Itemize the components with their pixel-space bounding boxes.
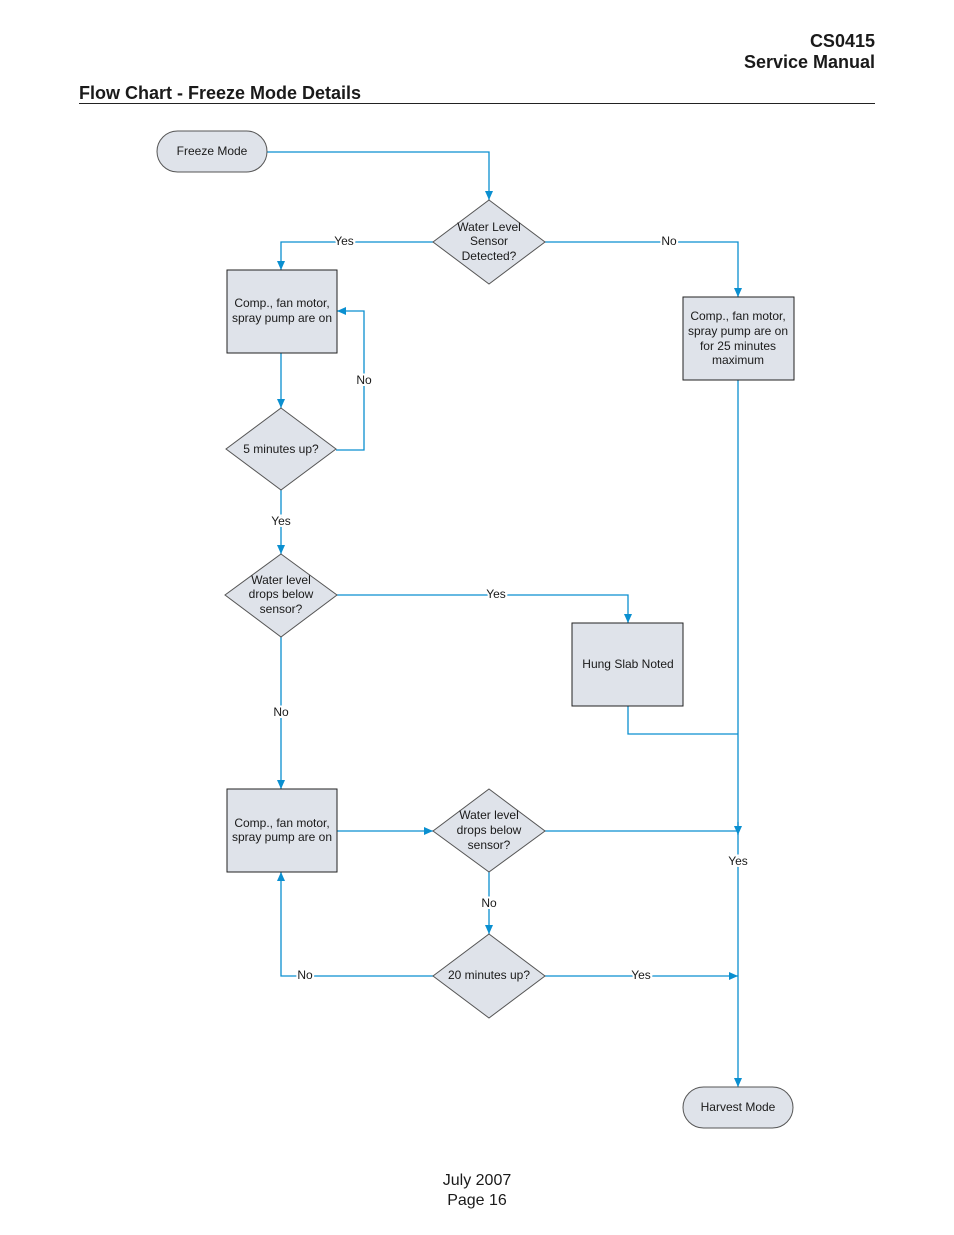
start-terminal: Freeze Mode xyxy=(156,130,268,173)
decision-text: drops below xyxy=(457,823,522,837)
label-d1-no: No xyxy=(661,234,677,248)
process-text: Hung Slab Noted xyxy=(582,657,673,671)
decision-text: 5 minutes up? xyxy=(243,442,319,456)
label-d2-no: No xyxy=(356,373,372,387)
decision-text: Water level xyxy=(459,808,519,822)
decision-text: 20 minutes up? xyxy=(448,968,530,982)
process-text: for 25 minutes xyxy=(700,339,776,353)
footer-date: July 2007 xyxy=(442,1172,512,1189)
connectors xyxy=(267,151,742,1087)
decision-text: sensor? xyxy=(260,602,303,616)
decision-text: Sensor xyxy=(470,234,508,248)
label-d5-no: No xyxy=(297,968,313,982)
label-d3-no: No xyxy=(273,705,289,719)
title-rule xyxy=(79,103,875,104)
edge-start-d1 xyxy=(267,151,493,200)
decision-5-minutes: 5 minutes up? xyxy=(225,407,337,491)
decision-water-drops-1: Water level drops below sensor? xyxy=(224,553,338,638)
edge-hung-merge xyxy=(627,706,738,735)
edge-d1-yes xyxy=(277,241,433,270)
process-text: maximum xyxy=(712,353,764,367)
end-label: Harvest Mode xyxy=(701,1100,776,1114)
label-d4-no: No xyxy=(481,896,497,910)
process-comp-on-25min: Comp., fan motor, spray pump are on for … xyxy=(682,296,795,381)
edge-d5-no xyxy=(277,872,433,977)
section-title: Flow Chart - Freeze Mode Details xyxy=(79,83,362,103)
decision-text: Detected? xyxy=(462,249,517,263)
decision-20-minutes: 20 minutes up? xyxy=(432,933,546,1019)
process-text: spray pump are on xyxy=(688,324,788,338)
process-text: Comp., fan motor, xyxy=(690,309,785,323)
document-type: Service Manual xyxy=(743,52,875,72)
decision-text: sensor? xyxy=(468,838,511,852)
process-comp-on-2: Comp., fan motor, spray pump are on xyxy=(226,788,338,873)
decision-text: drops below xyxy=(249,587,314,601)
process-text: Comp., fan motor, xyxy=(234,296,329,310)
label-d2-yes: Yes xyxy=(271,514,291,528)
start-label: Freeze Mode xyxy=(177,144,248,158)
process-text: spray pump are on xyxy=(232,311,332,325)
edge-d1-no xyxy=(545,241,742,297)
label-d1-yes: Yes xyxy=(334,234,354,248)
process-hung-slab: Hung Slab Noted xyxy=(571,622,684,707)
end-terminal: Harvest Mode xyxy=(682,1086,794,1129)
decision-text: Water Level xyxy=(457,220,521,234)
edge-labels: Yes No No Yes Yes No Yes No No Yes xyxy=(269,232,750,984)
process-text: Comp., fan motor, xyxy=(234,816,329,830)
edge-d2-no xyxy=(336,307,365,451)
label-d4-yes: Yes xyxy=(728,854,748,868)
process-comp-on-1: Comp., fan motor, spray pump are on xyxy=(226,269,338,354)
process-text: spray pump are on xyxy=(232,830,332,844)
footer-page: Page 16 xyxy=(447,1192,507,1209)
decision-text: Water level xyxy=(251,573,311,587)
label-d5-yes: Yes xyxy=(631,968,651,982)
decision-water-level-sensor: Water Level Sensor Detected? xyxy=(432,199,546,285)
edge-d3-yes xyxy=(337,594,632,623)
decision-water-drops-2: Water level drops below sensor? xyxy=(432,788,546,873)
document-id: CS0415 xyxy=(809,31,875,51)
label-d3-yes: Yes xyxy=(486,587,506,601)
